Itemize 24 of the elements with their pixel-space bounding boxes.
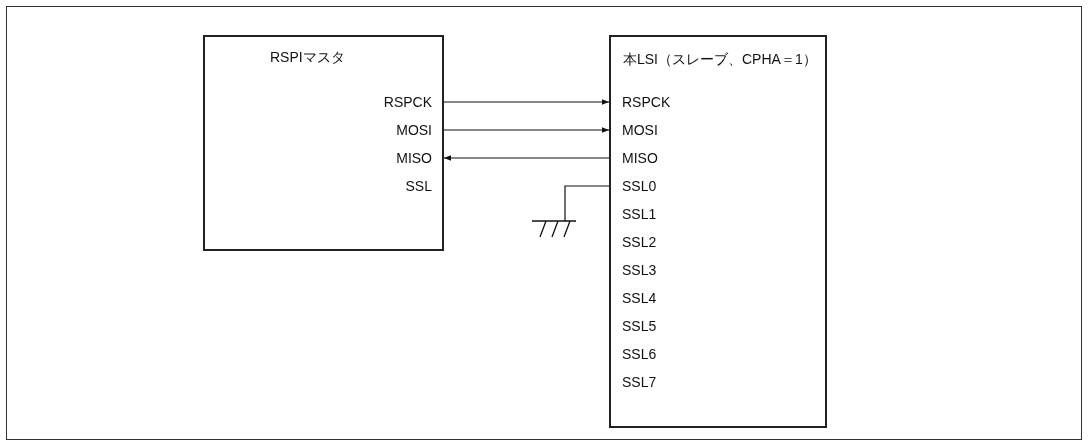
pin-label: MISO bbox=[609, 148, 699, 168]
arrow bbox=[443, 155, 610, 161]
pin-label: SSL bbox=[360, 176, 444, 196]
block-box bbox=[609, 35, 827, 428]
pin-label: SSL1 bbox=[609, 204, 699, 224]
connection-line bbox=[564, 185, 610, 222]
block-box bbox=[203, 35, 444, 251]
arrow bbox=[443, 99, 610, 105]
block-title: 本LSI（スレーブ、CPHA＝1） bbox=[623, 51, 817, 69]
pin-label: MOSI bbox=[360, 120, 444, 140]
pin-label: SSL0 bbox=[609, 176, 699, 196]
pin-label: SSL3 bbox=[609, 260, 699, 280]
arrow bbox=[443, 127, 610, 133]
pin-label: SSL4 bbox=[609, 288, 699, 308]
pin-label: SSL5 bbox=[609, 316, 699, 336]
pin-label: RSPCK bbox=[360, 92, 444, 112]
ground-symbol bbox=[530, 219, 578, 239]
pin-label: SSL6 bbox=[609, 344, 699, 364]
pin-label: SSL7 bbox=[609, 372, 699, 392]
pin-label: MOSI bbox=[609, 120, 699, 140]
pin-label: SSL2 bbox=[609, 232, 699, 252]
block-title: RSPIマスタ bbox=[270, 49, 345, 67]
pin-label: MISO bbox=[360, 148, 444, 168]
pin-label: RSPCK bbox=[609, 92, 699, 112]
